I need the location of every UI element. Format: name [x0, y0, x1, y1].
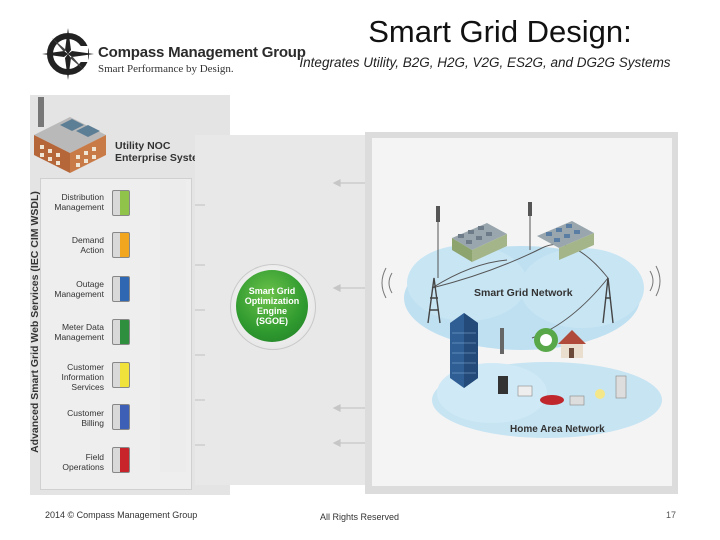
footer-copyright: 2014 © Compass Management Group [45, 510, 198, 520]
system-box-customer-info [112, 362, 130, 388]
building-icon [34, 97, 106, 173]
system-label-line: Outage [76, 279, 104, 289]
system-label-line: Management [54, 289, 104, 299]
web-services-bar [160, 180, 186, 472]
sgoe-line: Optimization [244, 296, 300, 306]
sgoe-line: Smart Grid [248, 286, 296, 296]
system-label-line: Management [54, 202, 104, 212]
slide-subtitle: Integrates Utility, B2G, H2G, V2G, ES2G,… [299, 55, 671, 70]
sgoe-line: Engine [256, 306, 287, 316]
system-label-line: Action [80, 245, 104, 255]
sgoe-line: (SGOE) [255, 316, 288, 326]
system-label-meter-data: Meter Data Management [40, 322, 104, 342]
system-label-line: Information [61, 372, 104, 382]
system-box-billing [112, 404, 130, 430]
system-label-customer-info: Customer Information Services [40, 362, 104, 392]
system-label-line: Billing [81, 418, 104, 428]
logo-name: Compass Management Group [98, 44, 306, 61]
connector-arrows [195, 179, 365, 447]
smart-grid-network-label: Smart Grid Network [474, 287, 573, 299]
system-label-line: Demand [71, 235, 104, 245]
system-label-line: Management [54, 332, 104, 342]
system-label-line: Distribution [61, 192, 104, 202]
system-label-distribution: Distribution Management [40, 192, 104, 212]
system-label-line: Customer [67, 408, 104, 418]
slide-title: Smart Grid Design: [368, 14, 632, 49]
system-label-line: Customer [67, 362, 104, 372]
noc-title-line2: Enterprise Systems [115, 152, 214, 164]
system-label-line: Services [71, 382, 104, 392]
home-area-network-label: Home Area Network [510, 424, 605, 435]
system-label-demand: Demand Action [40, 235, 104, 255]
logo-tagline: Smart Performance by Design. [98, 63, 234, 75]
system-label-line: Meter Data [61, 322, 104, 332]
slide-number: 17 [666, 510, 677, 520]
system-box-outage [112, 276, 130, 302]
system-label-line: Field [85, 452, 104, 462]
system-label-billing: Customer Billing [40, 408, 104, 428]
sgoe-engine: Smart Grid Optimization Engine (SGOE) [236, 270, 308, 342]
system-box-demand [112, 232, 130, 258]
company-logo: Compass Management Group Smart Performan… [40, 26, 306, 82]
system-label-field-ops: Field Operations [40, 452, 104, 472]
sgoe-text: Smart Grid Optimization Engine (SGOE) [236, 286, 308, 326]
smart-grid-network-illustration [381, 202, 662, 438]
system-box-meter-data [112, 319, 130, 345]
system-label-outage: Outage Management [40, 279, 104, 299]
footer-rights: All Rights Reserved [320, 512, 400, 522]
system-box-field-ops [112, 447, 130, 473]
noc-title: Utility NOC Enterprise Systems [115, 140, 213, 164]
system-box-distribution [112, 190, 130, 216]
system-label-line: Operations [62, 462, 104, 472]
compass-icon [42, 28, 94, 80]
noc-title-line1: Utility NOC [115, 140, 171, 152]
